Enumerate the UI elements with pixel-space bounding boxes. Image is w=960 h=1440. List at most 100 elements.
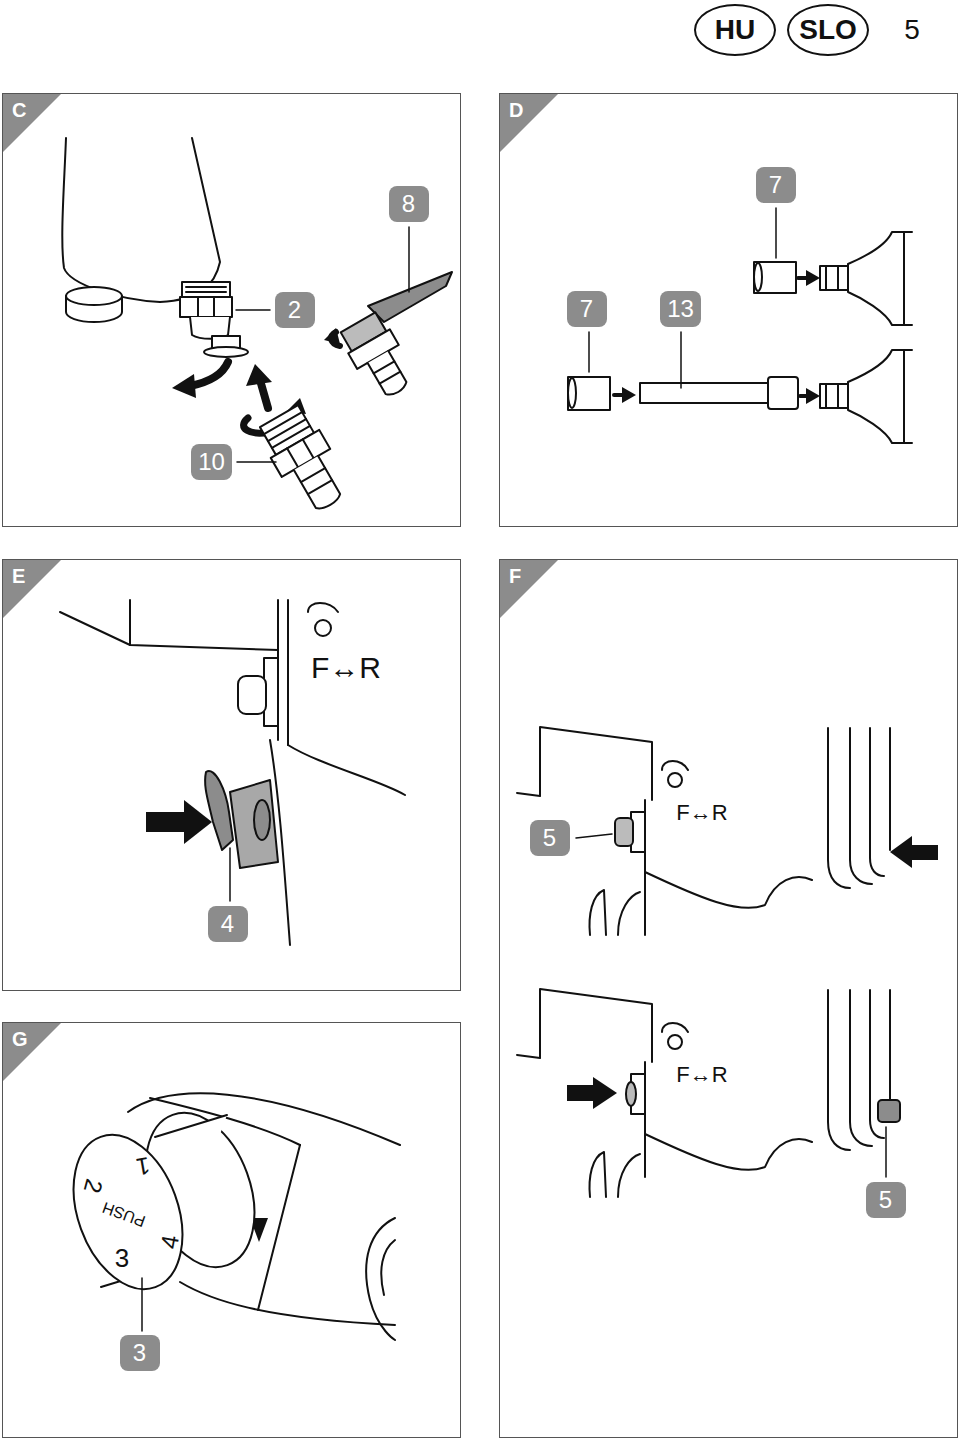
callout-text: 8 — [402, 192, 415, 216]
drawing-part — [806, 270, 820, 286]
drawing-part — [374, 361, 395, 373]
leader-lines-e — [229, 848, 231, 901]
drawing-part — [903, 232, 905, 325]
drawing-part — [768, 377, 798, 409]
drawing-part — [246, 364, 272, 386]
drawing-part — [850, 990, 872, 1146]
drawing-part — [640, 383, 770, 403]
drawing-part — [662, 761, 688, 770]
drawing-part — [180, 297, 232, 317]
drawing-part — [186, 291, 226, 293]
drawing-part — [268, 419, 306, 441]
drawing-part — [197, 297, 199, 317]
callout-text: 5 — [879, 1188, 892, 1212]
direction-marking: F↔R — [311, 653, 381, 683]
drawing-part — [264, 412, 302, 434]
drawing-part — [308, 480, 332, 494]
drawing-part — [408, 227, 410, 292]
drawing-part — [825, 384, 827, 408]
drawing-part — [615, 818, 633, 846]
callout-text: 3 — [133, 1341, 146, 1365]
drawing-part — [303, 439, 314, 458]
drawing-part — [186, 286, 226, 288]
drawing-part — [301, 468, 325, 482]
drawing-part — [368, 272, 452, 322]
drawing-part — [590, 890, 606, 935]
drawing-part — [588, 332, 590, 372]
knob-marking: 3 — [115, 1245, 129, 1271]
drawing-part — [294, 456, 342, 512]
callout-text: 13 — [667, 297, 694, 321]
language-badge: HU — [694, 4, 776, 56]
drawing-part — [2, 93, 62, 153]
leader-lines-f — [576, 834, 886, 1177]
callout-number: 7 — [756, 167, 796, 203]
drawing-part — [662, 1023, 688, 1032]
tool-housing-f-bottom — [517, 989, 890, 1197]
drawing-part — [66, 287, 122, 305]
drawing-part — [775, 208, 777, 258]
direction-marking: F↔R — [676, 1064, 727, 1086]
drawing-part — [568, 377, 610, 410]
figure-panel: C 8 2 10 — [2, 93, 461, 527]
tool-housing-e — [60, 600, 405, 945]
callout-text: 2 — [288, 298, 301, 322]
figure-panel: F 5 5 — [499, 559, 958, 1438]
drawing-part — [54, 1120, 203, 1305]
tool-housing-f-top — [517, 727, 938, 935]
drawing-part — [237, 461, 276, 463]
drawing-part — [848, 232, 912, 325]
drawing-part — [2, 1022, 62, 1082]
drawing-part — [236, 309, 270, 311]
callout-number: 10 — [191, 444, 232, 480]
language-code: SLO — [799, 16, 857, 44]
callout-number: 8 — [389, 186, 429, 222]
leader-lines-g — [141, 1278, 143, 1331]
panel-letter: C — [12, 100, 26, 120]
drawing-part — [213, 297, 215, 317]
callout-number: 13 — [660, 291, 701, 327]
wrench — [368, 272, 452, 322]
drawing-part — [238, 676, 266, 714]
drawing-part — [848, 350, 912, 443]
drawing-part — [820, 266, 848, 290]
callout-text: 5 — [543, 826, 556, 850]
drawing-part — [680, 332, 682, 388]
drawing-part — [254, 800, 270, 840]
callout-number: 5 — [530, 820, 570, 856]
drawing-part — [260, 380, 268, 408]
figure-panel: D7713 — [499, 93, 958, 527]
drawing-part — [889, 990, 891, 1102]
drawing-part — [60, 612, 278, 650]
drawing-part — [230, 780, 278, 868]
drawing-part — [129, 600, 131, 645]
drawing-part — [820, 384, 848, 408]
callout-number: 4 — [208, 906, 248, 942]
drawing-part — [287, 448, 298, 467]
drawing-part — [380, 372, 401, 384]
drawing-part — [155, 1115, 227, 1137]
drawing-part — [850, 728, 872, 884]
drawing-part — [499, 93, 559, 153]
panel-letter: F — [509, 566, 521, 586]
callout-number: 2 — [275, 292, 315, 328]
drawing-part — [668, 1035, 682, 1049]
figure-panel: G3 — [2, 1022, 461, 1438]
callout-number: 3 — [120, 1335, 160, 1371]
callout-text: 7 — [580, 297, 593, 321]
drawing-part — [567, 1077, 617, 1109]
drawing-part — [184, 800, 212, 844]
turn-arrow-small — [324, 328, 340, 346]
drawing-part — [885, 1127, 887, 1177]
callout-number: 7 — [567, 291, 607, 327]
socket-top — [754, 232, 912, 325]
push-arrow-and-pin — [567, 1077, 900, 1122]
direction-marking: F↔R — [676, 802, 727, 824]
panel-letter: E — [12, 566, 25, 586]
drawing-part — [618, 1154, 640, 1197]
drawing-part — [62, 138, 220, 302]
drawing-part — [205, 771, 233, 850]
drawing-part — [878, 1100, 900, 1122]
drawing-part — [754, 262, 796, 293]
